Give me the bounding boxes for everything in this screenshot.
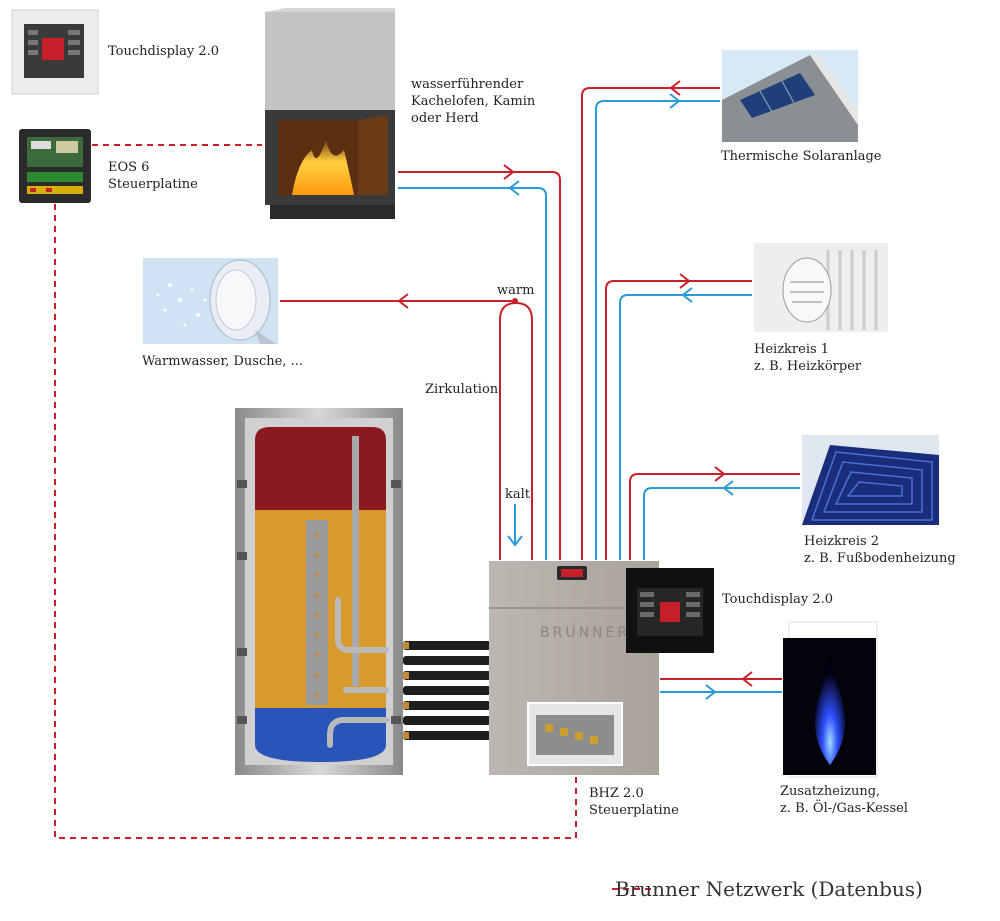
label-zusatz-line1: Zusatzheizung, xyxy=(780,784,881,799)
radiator-valve-icon xyxy=(754,243,888,332)
label-eos6-line2: Steuerplatine xyxy=(108,177,198,192)
label-zusatz: Zusatzheizung, z. B. Öl-/Gas-Kessel xyxy=(780,783,908,817)
control-board-icon xyxy=(19,129,91,203)
label-zusatz-line2: z. B. Öl-/Gas-Kessel xyxy=(780,801,908,816)
connection-hoses xyxy=(403,641,491,740)
label-heat2: Heizkreis 2 z. B. Fußbodenheizung xyxy=(804,533,956,567)
label-touchdisplay-top: Touchdisplay 2.0 xyxy=(108,44,220,59)
shower-head-icon xyxy=(143,258,278,344)
label-bhz-line1: BHZ 2.0 xyxy=(589,786,644,801)
label-stove: wasserführender Kachelofen, Kamin oder H… xyxy=(411,76,535,127)
storage-tank-icon xyxy=(235,408,403,775)
label-heat1: Heizkreis 1 z. B. Heizkörper xyxy=(754,341,861,375)
label-stove-line1: wasserführender xyxy=(411,77,524,92)
fireplace-icon xyxy=(265,8,395,219)
label-solar: Thermische Solaranlage xyxy=(721,149,882,164)
label-zirkulation: Zirkulation xyxy=(425,382,499,397)
label-warm: warm xyxy=(497,283,535,298)
floor-heating-icon xyxy=(802,435,939,525)
gas-flame-icon xyxy=(783,621,878,778)
legend-label: Brunner Netzwerk (Datenbus) xyxy=(615,877,923,901)
label-shower: Warmwasser, Dusche, ... xyxy=(142,354,303,369)
label-eos6: EOS 6 Steuerplatine xyxy=(108,159,198,193)
label-heat1-line1: Heizkreis 1 xyxy=(754,342,830,357)
label-bhz: BHZ 2.0 Steuerplatine xyxy=(589,785,679,819)
label-eos6-line1: EOS 6 xyxy=(108,160,150,175)
label-kalt: kalt xyxy=(505,487,531,502)
label-brand: BRUNNER xyxy=(540,625,631,641)
solar-roof-icon xyxy=(722,50,858,142)
touch-panel-icon xyxy=(11,9,99,95)
label-stove-line3: oder Herd xyxy=(411,111,479,126)
label-heat2-line1: Heizkreis 2 xyxy=(804,534,880,549)
label-stove-line2: Kachelofen, Kamin xyxy=(411,94,536,109)
flow-arrows xyxy=(397,80,753,700)
label-touchdisplay-right: Touchdisplay 2.0 xyxy=(722,592,834,607)
label-heat1-line2: z. B. Heizkörper xyxy=(754,359,862,374)
label-heat2-line2: z. B. Fußbodenheizung xyxy=(804,551,956,566)
pipes xyxy=(280,87,800,693)
label-bhz-line2: Steuerplatine xyxy=(589,803,679,818)
touch-panel-icon xyxy=(626,568,714,653)
